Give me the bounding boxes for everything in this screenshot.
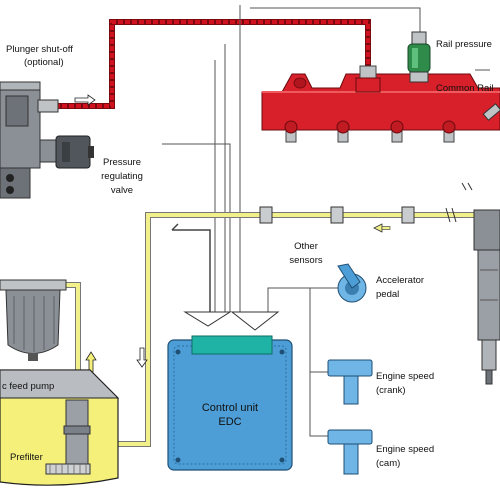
signal-wires (162, 5, 490, 437)
line-connectors (259, 182, 473, 224)
high-pressure-line (55, 19, 371, 109)
flow-arrow-right-icon (74, 94, 96, 106)
fuel-filter (0, 279, 67, 361)
engine-speed-cam-sensor (327, 429, 373, 475)
label-rail-pressure: Rail pressure (436, 39, 492, 50)
label-ecu-line1: Control unit (202, 402, 258, 414)
label-feed-pump: c feed pump (2, 381, 54, 392)
common-rail (261, 65, 500, 143)
flow-arrow-up-icon (85, 351, 97, 373)
label-pressure-reg-line1: Pressure (103, 157, 141, 168)
label-plunger-line2: (optional) (24, 57, 64, 68)
label-accel-line2: pedal (376, 289, 399, 300)
accelerator-pedal-sensor (337, 263, 367, 303)
control-unit-ecu (167, 335, 293, 471)
ecu-input-arrows (171, 223, 280, 331)
label-plunger-line1: Plunger shut-off (6, 44, 73, 55)
flow-arrow-left-icon (373, 223, 391, 233)
rail-pressure-sensor (407, 31, 431, 83)
pressure-regulating-valve (39, 135, 94, 169)
label-cam-line2: (cam) (376, 458, 400, 469)
label-other-sensors-line2: sensors (289, 255, 323, 266)
fuel-tank (0, 369, 120, 486)
label-accel-line1: Accelerator (376, 275, 424, 286)
label-common-rail: Common Rail (436, 83, 494, 94)
label-other-sensors-line1: Other (294, 241, 318, 252)
engine-speed-crank-sensor (327, 359, 373, 405)
label-crank-line1: Engine speed (376, 371, 434, 382)
label-cam-line1: Engine speed (376, 444, 434, 455)
label-crank-line2: (crank) (376, 385, 406, 396)
label-pressure-reg-line3: valve (111, 185, 133, 196)
label-prefilter: Prefilter (10, 452, 43, 463)
label-ecu-line2: EDC (218, 416, 241, 428)
flow-arrow-down-icon (136, 347, 148, 368)
fuel-injector (473, 209, 500, 385)
label-pressure-reg-line2: regulating (101, 171, 143, 182)
high-pressure-pump (0, 81, 59, 199)
pressure-relief-outlet (482, 103, 500, 121)
